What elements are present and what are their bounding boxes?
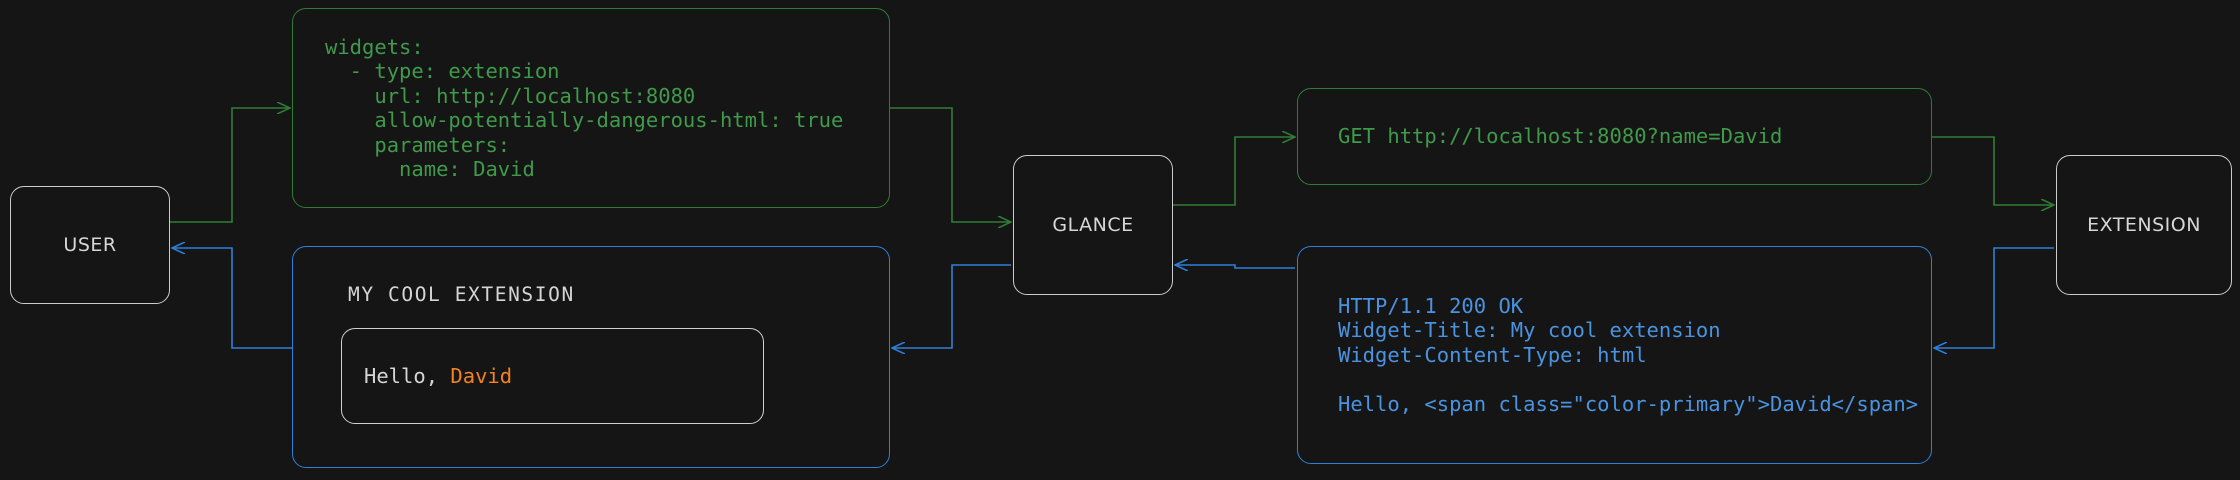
edge-user-to-config	[170, 108, 290, 223]
edge-request-to-extension	[1932, 136, 2054, 205]
edge-extension-to-response	[1934, 247, 2054, 348]
http-request-box[interactable]: GET http://localhost:8080?name=David	[1297, 88, 1932, 185]
config-yaml-box[interactable]: widgets: - type: extension url: http://l…	[292, 8, 890, 208]
widget-greeting-text: Hello, David	[364, 364, 512, 388]
node-extension-label: EXTENSION	[2087, 214, 2201, 236]
node-user-label: USER	[63, 234, 117, 256]
widget-greeting-name: David	[450, 364, 513, 388]
widget-greeting-prefix: Hello,	[364, 364, 451, 388]
edge-glance-to-widget	[892, 264, 1011, 348]
config-yaml-code: widgets: - type: extension url: http://l…	[325, 34, 844, 182]
http-response-code: HTTP/1.1 200 OK Widget-Title: My cool ex…	[1338, 293, 1919, 416]
widget-title: MY COOL EXTENSION	[348, 283, 575, 306]
node-user[interactable]: USER	[10, 186, 170, 304]
node-glance[interactable]: GLANCE	[1013, 155, 1173, 295]
node-extension[interactable]: EXTENSION	[2056, 155, 2232, 295]
edge-config-to-glance	[890, 107, 1011, 222]
edge-widget-to-user	[172, 248, 292, 349]
node-glance-label: GLANCE	[1052, 214, 1134, 236]
widget-content-card: Hello, David	[341, 328, 764, 424]
http-request-code: GET http://localhost:8080?name=David	[1338, 124, 1783, 149]
http-response-box[interactable]: HTTP/1.1 200 OK Widget-Title: My cool ex…	[1297, 246, 1932, 464]
rendered-widget-box[interactable]: MY COOL EXTENSION Hello, David	[292, 246, 890, 468]
edge-response-to-glance	[1175, 265, 1295, 268]
edge-glance-to-request	[1173, 137, 1295, 206]
